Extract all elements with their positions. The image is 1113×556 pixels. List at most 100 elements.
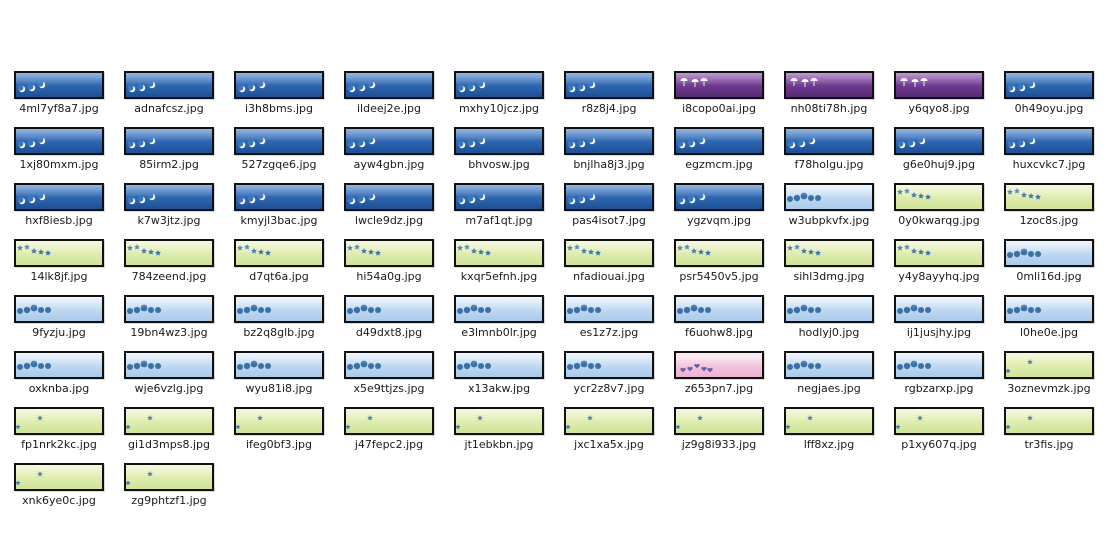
file-thumbnail[interactable] [344,127,434,155]
file-name-label[interactable]: fp1nrk2kc.jpg [21,438,97,451]
file-item[interactable]: wyu81i8.jpg [220,336,330,395]
file-name-label[interactable]: g6e0huj9.jpg [902,158,976,171]
file-name-label[interactable]: p1xy607q.jpg [901,438,977,451]
file-item[interactable]: 85irm2.jpg [110,112,220,171]
file-item[interactable]: hi54a0g.jpg [330,224,440,283]
file-item[interactable]: r8z8j4.jpg [550,56,660,115]
file-thumbnail[interactable] [1004,351,1094,379]
file-item[interactable]: 0mli16d.jpg [990,224,1100,283]
file-item[interactable]: f6uohw8.jpg [660,280,770,339]
file-thumbnail[interactable] [14,71,104,99]
file-name-label[interactable]: kmyjl3bac.jpg [240,214,318,227]
file-item[interactable]: sihl3dmg.jpg [770,224,880,283]
file-thumbnail[interactable] [454,127,544,155]
file-name-label[interactable]: k7w3jtz.jpg [137,214,201,227]
file-item[interactable]: m7af1qt.jpg [440,168,550,227]
file-item[interactable]: 3oznevmzk.jpg [990,336,1100,395]
file-name-label[interactable]: 19bn4wz3.jpg [130,326,208,339]
file-item[interactable]: xnk6ye0c.jpg [0,448,110,507]
file-item[interactable]: 1xj80mxm.jpg [0,112,110,171]
file-item[interactable]: p1xy607q.jpg [880,392,990,451]
file-name-label[interactable]: nh08ti78h.jpg [790,102,868,115]
file-thumbnail[interactable] [14,127,104,155]
file-name-label[interactable]: f78holgu.jpg [794,158,864,171]
file-thumbnail[interactable] [894,127,984,155]
file-name-label[interactable]: wyu81i8.jpg [245,382,313,395]
file-item[interactable]: jt1ebkbn.jpg [440,392,550,451]
file-item[interactable]: hodlyj0.jpg [770,280,880,339]
file-name-label[interactable]: tr3fis.jpg [1024,438,1074,451]
file-name-label[interactable]: x13akw.jpg [467,382,531,395]
file-name-label[interactable]: e3lmnb0lr.jpg [461,326,537,339]
file-name-label[interactable]: sihl3dmg.jpg [793,270,865,283]
file-thumbnail[interactable] [784,183,874,211]
file-thumbnail[interactable] [14,463,104,491]
file-item[interactable]: 784zeend.jpg [110,224,220,283]
file-thumbnail[interactable] [1004,127,1094,155]
file-name-label[interactable]: 4ml7yf8a7.jpg [19,102,99,115]
file-thumbnail[interactable] [894,183,984,211]
file-item[interactable]: bz2q8glb.jpg [220,280,330,339]
file-item[interactable]: d49dxt8.jpg [330,280,440,339]
file-thumbnail[interactable] [454,407,544,435]
file-item[interactable]: d7qt6a.jpg [220,224,330,283]
file-name-label[interactable]: huxcvkc7.jpg [1012,158,1086,171]
file-thumbnail[interactable] [894,239,984,267]
file-name-label[interactable]: gi1d3mps8.jpg [128,438,210,451]
file-thumbnail[interactable] [1004,407,1094,435]
file-thumbnail[interactable] [784,127,874,155]
file-item[interactable]: j47fepc2.jpg [330,392,440,451]
file-thumbnail[interactable] [234,127,324,155]
file-item[interactable]: egzmcm.jpg [660,112,770,171]
file-thumbnail[interactable] [784,71,874,99]
file-name-label[interactable]: ildeej2e.jpg [357,102,421,115]
file-item[interactable]: x13akw.jpg [440,336,550,395]
file-item[interactable]: 1zoc8s.jpg [990,168,1100,227]
file-item[interactable]: fp1nrk2kc.jpg [0,392,110,451]
file-name-label[interactable]: oxknba.jpg [28,382,90,395]
file-name-label[interactable]: hxf8iesb.jpg [25,214,93,227]
file-thumbnail[interactable] [564,183,654,211]
file-name-label[interactable]: 14lk8jf.jpg [30,270,88,283]
file-item[interactable]: ildeej2e.jpg [330,56,440,115]
file-thumbnail[interactable] [14,351,104,379]
file-name-label[interactable]: 9fyzju.jpg [32,326,86,339]
file-name-label[interactable]: 1zoc8s.jpg [1019,214,1079,227]
file-item[interactable]: ayw4gbn.jpg [330,112,440,171]
file-thumbnail[interactable] [234,239,324,267]
file-item[interactable]: gi1d3mps8.jpg [110,392,220,451]
file-thumbnail[interactable] [124,239,214,267]
file-item[interactable]: y4y8ayyhq.jpg [880,224,990,283]
file-thumbnail[interactable] [454,183,544,211]
file-thumbnail[interactable] [674,407,764,435]
file-item[interactable]: ifeg0bf3.jpg [220,392,330,451]
file-name-label[interactable]: 0y0kwarqg.jpg [898,214,980,227]
file-item[interactable]: y6qyo8.jpg [880,56,990,115]
file-name-label[interactable]: lwcle9dz.jpg [354,214,424,227]
file-item[interactable]: zg9phtzf1.jpg [110,448,220,507]
file-name-label[interactable]: y6qyo8.jpg [908,102,970,115]
file-item[interactable]: wje6vzlg.jpg [110,336,220,395]
file-item[interactable]: rgbzarxp.jpg [880,336,990,395]
file-name-label[interactable]: pas4isot7.jpg [572,214,646,227]
file-thumbnail[interactable] [564,295,654,323]
file-item[interactable]: es1z7z.jpg [550,280,660,339]
file-thumbnail[interactable] [1004,183,1094,211]
file-item[interactable]: oxknba.jpg [0,336,110,395]
file-item[interactable]: kmyjl3bac.jpg [220,168,330,227]
file-item[interactable]: pas4isot7.jpg [550,168,660,227]
file-thumbnail[interactable] [454,239,544,267]
file-thumbnail[interactable] [234,407,324,435]
file-name-label[interactable]: i3h8bms.jpg [245,102,313,115]
file-name-label[interactable]: z653pn7.jpg [684,382,754,395]
file-name-label[interactable]: 85irm2.jpg [139,158,199,171]
file-thumbnail[interactable] [344,351,434,379]
file-thumbnail[interactable] [14,295,104,323]
file-name-label[interactable]: hi54a0g.jpg [356,270,422,283]
file-thumbnail[interactable] [234,183,324,211]
file-item[interactable]: f78holgu.jpg [770,112,880,171]
file-item[interactable]: jz9g8i933.jpg [660,392,770,451]
file-name-label[interactable]: jz9g8i933.jpg [681,438,757,451]
file-name-label[interactable]: lff8xz.jpg [803,438,855,451]
file-name-label[interactable]: x5e9ttjzs.jpg [353,382,425,395]
